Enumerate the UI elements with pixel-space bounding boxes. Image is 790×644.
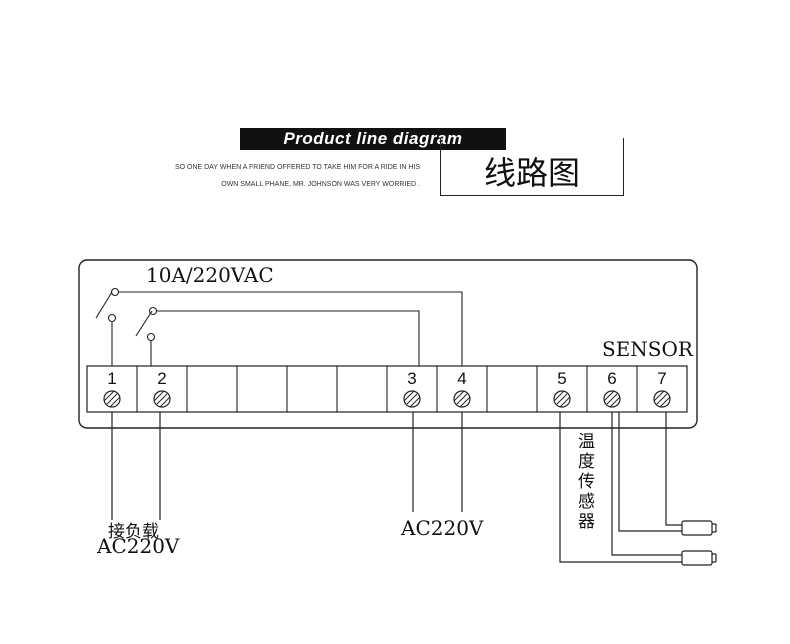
terminal-screw-slot [603,390,615,402]
sensor-label: SENSOR [602,337,693,361]
terminal-screw-slot [159,396,171,408]
relay-contact-1a [110,287,120,297]
terminal-screw-slot [106,393,118,405]
relay-contact-1b [107,313,117,323]
relay-contacts [95,287,463,366]
terminal-screw-4 [453,390,471,408]
terminal-screw-slot [553,390,565,402]
terminal-screw-slot [609,396,621,408]
terminal-screw-slot [153,390,165,402]
terminal-screw-slot [109,396,121,408]
header-chinese-title: 线路图 [483,154,580,192]
relay-contact-2a [148,306,158,316]
terminal-screw-slot [156,393,168,405]
terminal-screw-3 [403,390,421,408]
terminal-number-1: 1 [107,369,116,388]
terminal-screw-1 [103,390,121,408]
terminal-screw-slot [459,396,471,408]
terminal-number-5: 5 [557,369,566,388]
load-label: 接负载 [108,522,159,542]
terminal-screw-slot [659,396,671,408]
sensor-probe-2 [681,550,713,566]
terminal-screw-slot [409,396,421,408]
terminal-number-2: 2 [157,369,166,388]
terminal-screw-slot [403,390,415,402]
header-title-bar: Product line diagram [240,128,506,150]
terminal-screw-slot [556,393,568,405]
terminal-screw-slot [653,390,665,402]
terminal-screw-7 [653,390,671,408]
terminal-screw-slot [103,390,115,402]
load-voltage: AC220V [97,534,180,558]
terminal-screw-slot [656,393,668,405]
terminal-screw-slot [453,390,465,402]
terminal-number-3: 3 [407,369,416,388]
power-voltage: AC220V [401,516,484,540]
header-subtitle-line1: SO ONE DAY WHEN A FRIEND OFFERED TO TAKE… [174,164,420,171]
controller-body [78,259,698,429]
sensor-probes [681,520,717,566]
sensor-probe-1 [681,520,713,536]
terminal-screw-slot [606,393,618,405]
terminal-number-7: 7 [657,369,666,388]
header-chinese-box [440,138,624,196]
terminal-screw-6 [603,390,621,408]
rating-label: 10A/220VAC [146,263,274,287]
temp-sensor-label: 温度传感器 [578,432,595,532]
terminal-number-6: 6 [607,369,616,388]
terminal-screw-2 [153,390,171,408]
terminal-cells: 1 2 3 4 5 6 7 [103,366,671,412]
terminal-screw-slot [406,393,418,405]
terminal-number-4: 4 [457,369,466,388]
terminal-screw-5 [553,390,571,408]
relay-contact-2b [146,332,156,342]
external-wires [111,412,682,563]
header-subtitle-line2: OWN SMALL PHANE, MR. JOHNSON WAS VERY WO… [221,181,420,188]
terminal-screw-slot [456,393,468,405]
terminal-screw-slot [559,396,571,408]
